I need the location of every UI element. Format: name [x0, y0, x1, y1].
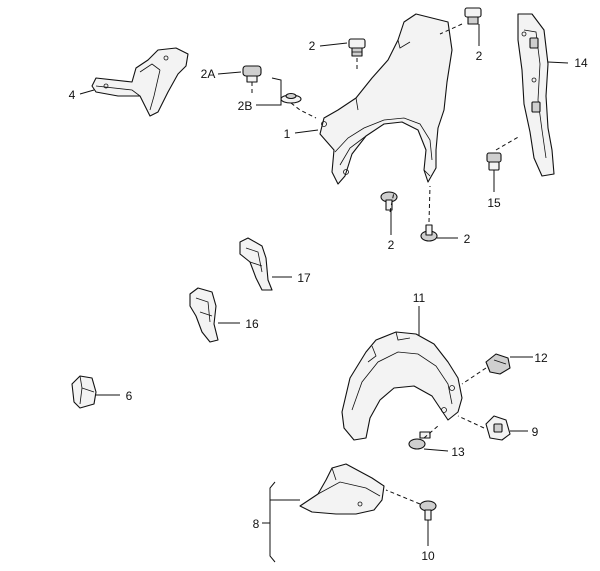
- clip-nut-part-2a: [242, 65, 262, 83]
- callout-9: 9: [532, 425, 539, 439]
- callout-13: 13: [451, 445, 465, 459]
- fender-part-1: [319, 13, 453, 185]
- callout-17: 17: [297, 271, 311, 285]
- bracket-part-17: [239, 237, 273, 291]
- screw-part-13: [408, 431, 431, 450]
- clip-part-2-right: [464, 7, 482, 25]
- clip-part-12: [485, 353, 511, 375]
- callout-2-clip-right: 2: [476, 49, 483, 63]
- callout-2a: 2A: [201, 67, 216, 81]
- clip-part-9: [485, 415, 511, 441]
- block-part-6: [71, 375, 97, 409]
- callout-11: 11: [413, 291, 426, 305]
- callout-14: 14: [574, 56, 588, 70]
- screw-part-10: [419, 500, 437, 521]
- callout-labels: 2 2 2A 2B 4 1 14 15 2 2 17 16 6 11 12 9 …: [69, 39, 588, 563]
- bolt-part-2-lower: [380, 191, 398, 211]
- bolt-part-2-bottom: [420, 224, 438, 242]
- leader-lines: [79, 24, 569, 563]
- bracket-part-14: [517, 13, 555, 177]
- washer-part-2b: [280, 92, 302, 104]
- callout-2-bolt-bottom: 2: [464, 232, 471, 246]
- assembly-dashed-lines: [251, 23, 521, 505]
- clip-part-2-top: [348, 38, 366, 57]
- callout-1: 1: [284, 127, 291, 141]
- callout-15: 15: [487, 196, 501, 210]
- wheel-liner-part-11: [341, 331, 463, 441]
- callout-16: 16: [245, 317, 259, 331]
- clip-part-15: [486, 152, 502, 171]
- callout-10: 10: [421, 549, 435, 563]
- bracket-part-16: [189, 287, 219, 343]
- callout-2-clip-top: 2: [309, 39, 316, 53]
- callout-4: 4: [69, 88, 76, 102]
- splash-guard-part-8: [299, 463, 385, 515]
- bracket-part-4: [91, 47, 189, 117]
- callout-8: 8: [253, 517, 260, 531]
- callout-6: 6: [126, 389, 133, 403]
- callout-12: 12: [534, 351, 548, 365]
- callout-2-bolt-lower: 2: [388, 238, 395, 252]
- callout-2b: 2B: [238, 99, 253, 113]
